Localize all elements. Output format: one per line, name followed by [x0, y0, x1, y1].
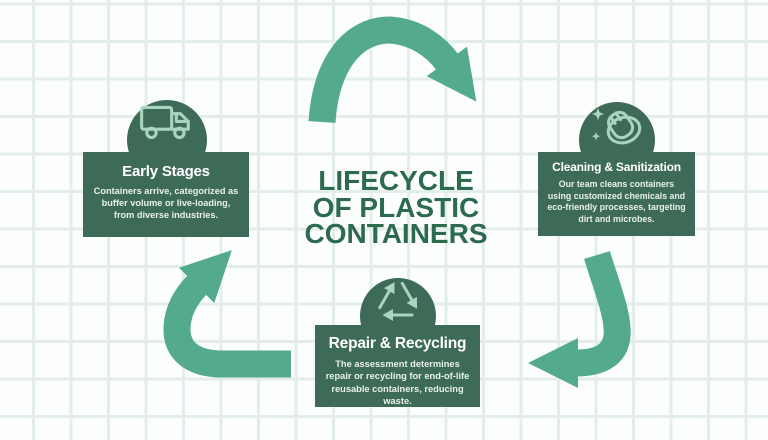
- recycle-icon: [378, 281, 418, 321]
- repair-recycling-heading: Repair & Recycling: [328, 335, 467, 352]
- cleaning-heading: Cleaning & Sanitization: [552, 160, 681, 174]
- title-line-2: OF PLASTIC: [312, 191, 480, 223]
- cleaning-body: Our team cleans containers using customi…: [547, 179, 686, 224]
- early-stages-body: Containers arrive, categorized as buffer…: [93, 186, 239, 221]
- repair-recycling-body: The assessment determines repair or recy…: [325, 359, 470, 406]
- right-curve-arrow-icon: [528, 251, 631, 388]
- cleaning-card: Cleaning & Sanitization Our team cleans …: [538, 152, 695, 236]
- page-title: LIFECYCLE OF PLASTIC CONTAINERS: [286, 165, 506, 249]
- cleaning-hand-sparkles-icon: [591, 108, 642, 145]
- title-line-1: LIFECYCLE: [318, 165, 474, 196]
- left-curve-arrow-icon: [163, 250, 291, 378]
- early-stages-heading: Early Stages: [122, 163, 210, 180]
- title-line-3: CONTAINERS: [304, 218, 488, 249]
- early-stages-card: Early Stages Containers arrive, categori…: [83, 152, 249, 237]
- top-arc-arrow-icon: [308, 16, 477, 124]
- repair-recycling-card: Repair & Recycling The assessment determ…: [315, 325, 480, 407]
- truck-icon: [140, 105, 190, 140]
